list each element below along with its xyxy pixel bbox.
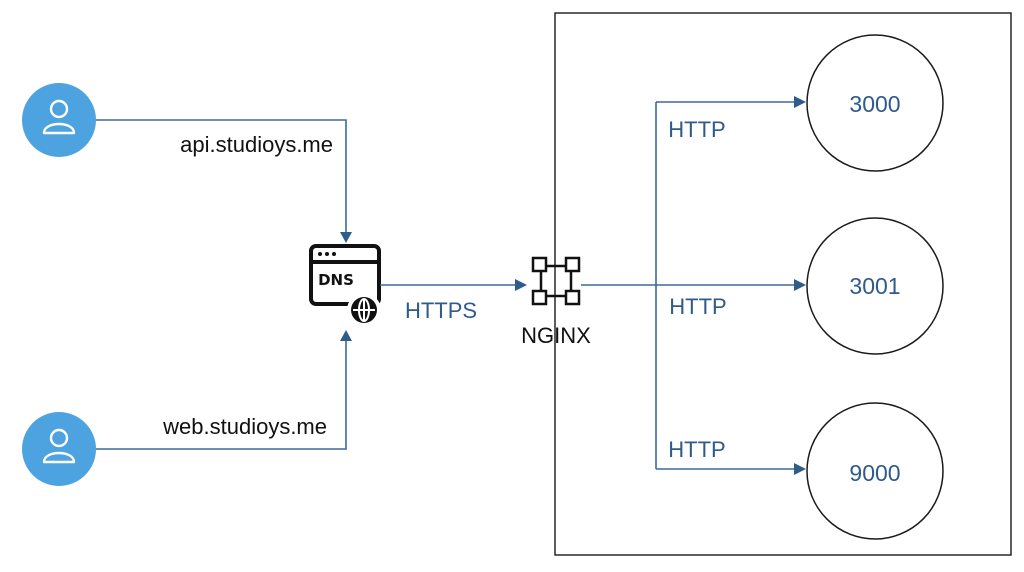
nginx-label: NGINX <box>521 323 591 348</box>
backend-node-3000 <box>806 34 944 172</box>
api-domain-label: api.studioys.me <box>180 132 333 157</box>
arrowhead-dns-nginx <box>515 279 527 291</box>
arrowhead-web-dns <box>340 330 352 341</box>
port-label-9000: 9000 <box>849 460 900 486</box>
connector-web-to-dns <box>96 341 347 450</box>
https-label: HTTPS <box>405 298 477 323</box>
web-domain-label: web.studioys.me <box>162 414 327 439</box>
server-boundary <box>554 12 1012 556</box>
port-label-3000: 3000 <box>849 91 900 117</box>
dns-icon <box>309 244 381 327</box>
arrowhead-api-dns <box>340 232 352 243</box>
user-icon-web <box>22 412 96 486</box>
arrowhead-3001 <box>794 279 806 291</box>
backend-node-9000 <box>806 402 944 540</box>
backend-node-3001 <box>806 217 944 355</box>
port-label-3001: 3001 <box>849 273 900 299</box>
http-label-3001: HTTP <box>669 294 726 319</box>
arrowhead-3000 <box>794 96 806 108</box>
connector-api-to-dns <box>96 119 347 232</box>
user-icon-api <box>22 83 96 157</box>
dns-label: DNS <box>318 271 354 289</box>
arrowhead-9000 <box>794 463 806 475</box>
nginx-icon <box>531 256 581 306</box>
http-label-3000: HTTP <box>668 117 725 142</box>
http-label-9000: HTTP <box>668 437 725 462</box>
